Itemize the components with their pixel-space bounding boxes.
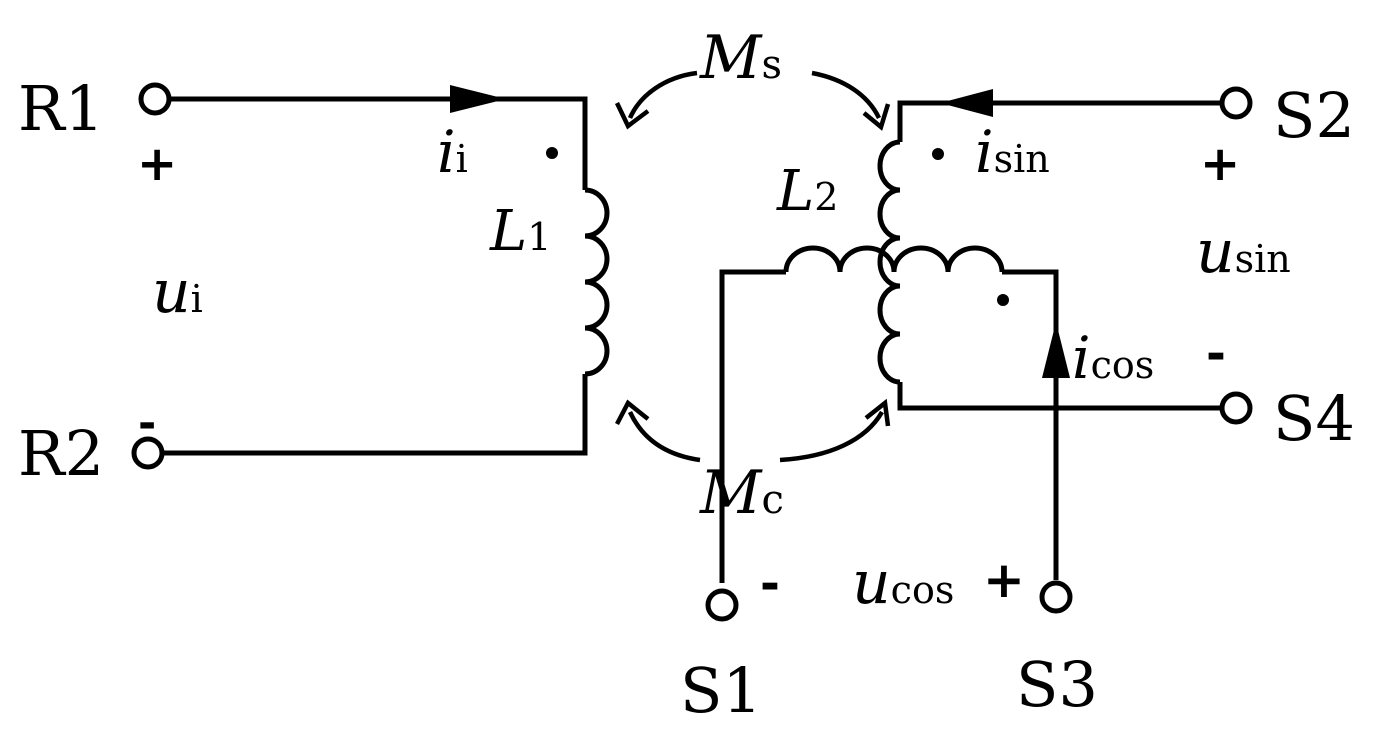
mc-arrow-left <box>615 399 650 426</box>
sign-s4: - <box>1206 326 1226 382</box>
label-mc: Mc <box>699 458 784 528</box>
current-arrow-icos <box>1042 322 1070 378</box>
mc-arrow-right <box>864 398 891 427</box>
label-l1: L1 <box>489 199 551 264</box>
terminal-r2 <box>131 436 165 470</box>
mc-arc-right <box>779 410 884 463</box>
l2-cos-coil <box>783 245 1005 273</box>
label-ui: ui <box>152 257 203 327</box>
l2-sin-polarity-dot <box>932 148 944 160</box>
label-s3: S3 <box>1016 648 1098 721</box>
r1-wire <box>170 96 588 190</box>
current-arrow-isin <box>940 89 993 117</box>
ms-arc-left <box>627 70 698 119</box>
terminal-s1 <box>705 588 739 622</box>
label-l2: L2 <box>776 159 838 224</box>
s4-wire <box>897 382 1222 411</box>
l1-coil <box>584 187 610 377</box>
sign-r1: + <box>137 136 177 192</box>
l2-sin-coil <box>877 139 901 385</box>
r2-wire <box>163 374 588 456</box>
mc-arc-left <box>627 411 701 463</box>
label-s2: S2 <box>1273 79 1355 152</box>
sign-s1: - <box>760 556 780 612</box>
label-icos: icos <box>1072 324 1154 392</box>
terminal-s2 <box>1219 86 1253 120</box>
ms-arc-right <box>811 70 882 120</box>
terminal-s3 <box>1039 580 1073 614</box>
current-arrow-ii <box>450 85 506 113</box>
sign-s2: + <box>1200 136 1240 192</box>
label-usin: usin <box>1196 217 1291 287</box>
ms-arrow-right <box>862 103 891 131</box>
label-ii: ii <box>437 118 468 186</box>
label-s4: S4 <box>1273 382 1355 455</box>
label-isin: isin <box>975 118 1050 186</box>
sign-s3: + <box>983 551 1025 609</box>
l2-cos-polarity-dot <box>997 294 1009 306</box>
l1-polarity-dot <box>546 147 558 159</box>
label-r2: R2 <box>18 417 104 490</box>
s3-wire <box>1002 269 1059 580</box>
label-ms: Ms <box>699 23 782 93</box>
terminal-r1 <box>138 82 172 116</box>
label-r1: R1 <box>18 72 104 145</box>
label-ucos: ucos <box>852 548 954 618</box>
sign-r2: - <box>138 398 156 449</box>
s2-wire <box>897 100 1222 142</box>
s1-wire <box>719 269 786 583</box>
terminal-s4 <box>1219 391 1253 425</box>
label-s1: S1 <box>680 654 762 727</box>
ms-arrow-left <box>614 102 650 130</box>
